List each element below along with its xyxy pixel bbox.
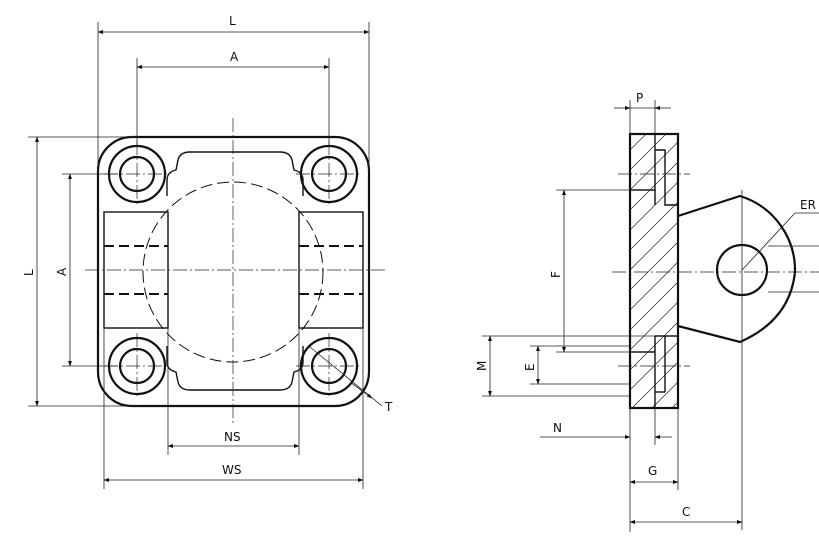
lug-outline bbox=[677, 194, 797, 344]
label-E: E bbox=[523, 363, 537, 371]
dimension-E: E bbox=[523, 345, 630, 385]
dimension-G: G bbox=[629, 408, 679, 490]
label-L-top: L bbox=[229, 14, 236, 28]
label-L-left: L bbox=[22, 269, 36, 276]
corner-hole-br bbox=[296, 333, 362, 399]
corner-hole-bl bbox=[104, 333, 170, 399]
leader-ER: ER bbox=[741, 198, 819, 271]
plate-outline bbox=[96, 135, 371, 408]
dimension-A-top: A bbox=[136, 50, 330, 146]
dimension-C: C bbox=[629, 490, 743, 532]
dimension-NS: NS bbox=[167, 328, 300, 455]
label-ER: ER bbox=[800, 198, 816, 212]
label-A-top: A bbox=[230, 50, 239, 64]
section-plate bbox=[628, 132, 680, 410]
label-G: G bbox=[648, 464, 657, 478]
label-NS: NS bbox=[224, 430, 241, 444]
dimension-A-left: A bbox=[55, 173, 118, 367]
label-A-left: A bbox=[55, 267, 69, 276]
corner-hole-tr bbox=[296, 141, 362, 207]
dimension-M: M bbox=[475, 335, 678, 397]
label-WS: WS bbox=[222, 463, 241, 477]
boss-top bbox=[166, 151, 304, 196]
dimension-F: F bbox=[549, 189, 655, 353]
label-P: P bbox=[636, 91, 643, 105]
boss-bottom bbox=[166, 346, 304, 391]
label-F: F bbox=[549, 271, 563, 278]
front-view: L A L A NS bbox=[22, 14, 393, 489]
dimension-N: N bbox=[540, 408, 672, 445]
dimension-WS: WS bbox=[103, 328, 364, 489]
dimension-P: P bbox=[614, 91, 671, 150]
label-N: N bbox=[553, 421, 562, 435]
side-view: ER P F M E bbox=[475, 91, 819, 532]
dimension-L-top: L bbox=[97, 14, 370, 170]
label-M: M bbox=[475, 361, 489, 371]
dimension-L-left: L bbox=[22, 136, 140, 407]
label-C: C bbox=[682, 505, 690, 519]
leader-T: T bbox=[309, 346, 393, 414]
label-T: T bbox=[384, 400, 393, 414]
